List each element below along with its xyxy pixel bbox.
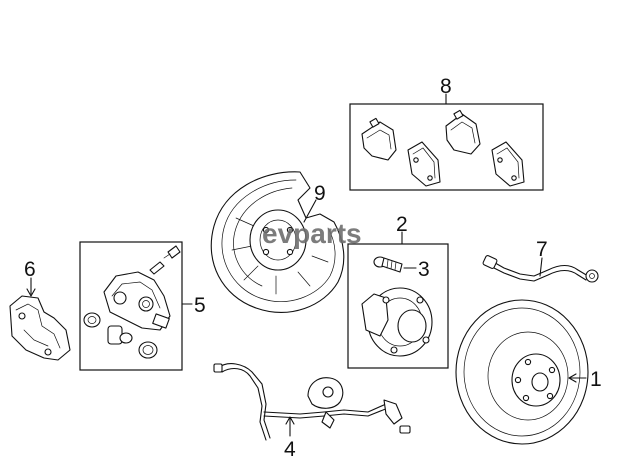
- callout-3: 3: [418, 258, 430, 281]
- caliper-box: [79, 241, 183, 371]
- hub-bolt: [373, 256, 403, 273]
- hub-bearing-assembly[interactable]: 3 2: [347, 213, 449, 369]
- caliper-assembly[interactable]: 5: [79, 241, 206, 371]
- hub-box: [347, 243, 449, 369]
- brake-pad-1: [361, 117, 397, 161]
- callout-1: 1: [590, 368, 602, 391]
- callout-9: 9: [314, 182, 326, 205]
- brake-pad-set[interactable]: 8: [349, 75, 544, 191]
- callout-2: 2: [396, 213, 408, 236]
- brake-rotor[interactable]: 1: [455, 299, 602, 445]
- brake-pad-3: [445, 109, 481, 155]
- brake-pad-4: [491, 141, 525, 187]
- callout-6: 6: [24, 258, 36, 281]
- dust-shield[interactable]: 9: [210, 171, 345, 313]
- watermark-logo: evparts: [262, 218, 362, 249]
- callout-7: 7: [536, 238, 548, 261]
- watermark-text: evparts: [262, 218, 362, 249]
- callout-4: 4: [284, 438, 296, 461]
- abs-sensor-harness[interactable]: 4: [213, 363, 411, 461]
- brake-hose[interactable]: 7: [482, 238, 599, 283]
- callout-8: 8: [440, 75, 452, 98]
- brake-pad-2: [407, 141, 441, 187]
- callout-5: 5: [194, 294, 206, 317]
- caliper-bracket[interactable]: 6: [9, 258, 71, 361]
